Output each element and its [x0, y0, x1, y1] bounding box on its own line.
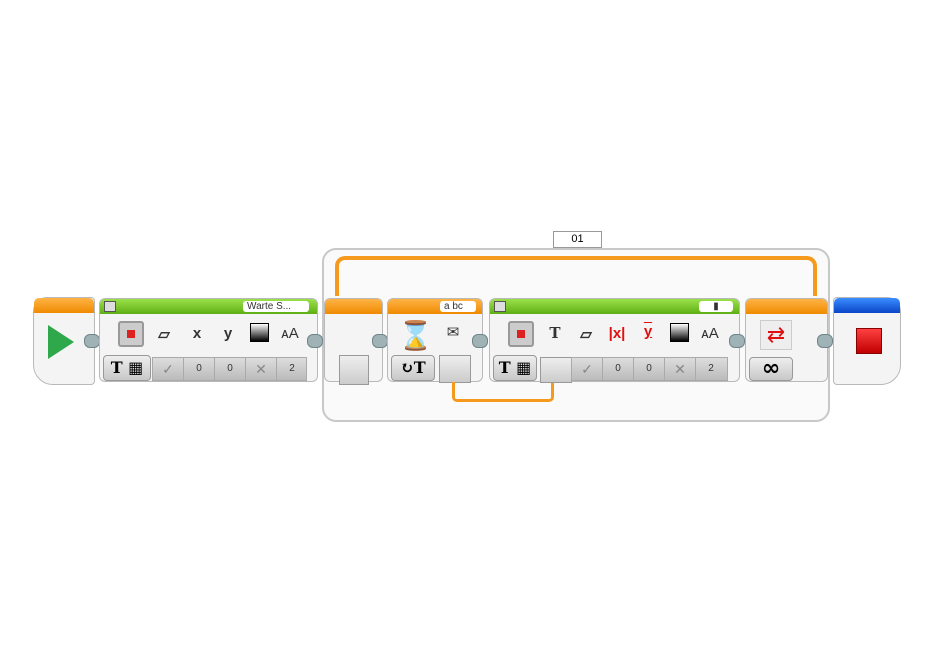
loop-end[interactable]: ⇄ ∞ [745, 298, 828, 382]
loop-mode-selector[interactable]: ∞ [749, 357, 793, 381]
sequence-connector[interactable] [729, 334, 745, 348]
start-block[interactable] [33, 297, 95, 385]
text-input-port[interactable] [540, 357, 572, 383]
mode-selector[interactable]: T ▦ [493, 355, 537, 381]
stop-icon [856, 328, 882, 354]
font-param[interactable]: 2 [708, 363, 714, 374]
sequence-connector[interactable] [817, 334, 833, 348]
font-size-icon: ᴀA [701, 325, 719, 342]
mode-selector[interactable]: T ▦ [103, 355, 151, 381]
loop-port [339, 355, 369, 385]
data-wire[interactable] [452, 382, 554, 402]
y-param[interactable]: 0 [634, 358, 665, 380]
y-icon: y [223, 325, 233, 342]
y-icon: y [643, 323, 653, 340]
message-output-port[interactable] [439, 355, 471, 383]
font-param[interactable]: 2 [289, 363, 295, 374]
loop-header [325, 299, 382, 314]
params-bar: ✓ 0 0 ✕ 2 [152, 357, 307, 381]
display-block-1[interactable]: Warte S... T ▦ ▱ x y ᴀA ✓ 0 0 ✕ 2 [99, 298, 318, 382]
block-comment[interactable]: Warte S... [243, 301, 309, 312]
sequence-connector[interactable] [84, 334, 100, 348]
x-icon: x [192, 325, 202, 342]
eraser-icon: ▱ [158, 326, 170, 343]
block-settings-icon[interactable] [104, 301, 116, 312]
color-icon [667, 323, 691, 342]
sequence-connector[interactable] [307, 334, 323, 348]
hourglass-icon: ⌛ [398, 320, 433, 351]
start-header [34, 298, 94, 313]
envelope-icon: ✉ [446, 324, 460, 341]
font-size-icon: ᴀA [281, 325, 299, 342]
stop-block[interactable] [833, 297, 901, 385]
clear-param[interactable]: ✓ [153, 358, 184, 380]
display-header [490, 299, 739, 314]
color-param[interactable]: ✕ [665, 358, 696, 380]
block-settings-icon[interactable] [494, 301, 506, 312]
text-icon: T [549, 324, 561, 342]
sequence-connector[interactable] [472, 334, 488, 348]
message-receive-block[interactable]: a bc ⌛ ✉ ↻T [387, 298, 483, 383]
color-param[interactable]: ✕ [246, 358, 277, 380]
eraser-icon: ▱ [580, 326, 592, 343]
color-icon [247, 323, 271, 342]
stop-header [834, 298, 900, 313]
play-icon [48, 325, 74, 359]
loop-counter: 01 [553, 231, 602, 248]
loop-end-header [746, 299, 827, 314]
brick-display-icon [118, 321, 144, 347]
message-title[interactable]: a bc [440, 301, 476, 312]
block-comment[interactable]: ▮ [699, 301, 733, 312]
brick-display-icon [508, 321, 534, 347]
params-bar: ✓ 0 0 ✕ 2 [571, 357, 728, 381]
x-icon: |x| [608, 325, 626, 342]
sequence-connector[interactable] [372, 334, 388, 348]
clear-param[interactable]: ✓ [572, 358, 603, 380]
loop-repeat-icon: ⇄ [760, 320, 792, 350]
display-block-2[interactable]: ▮ T ▦ T ▱ |x| y ᴀA ✓ 0 0 ✕ 2 [489, 298, 740, 383]
x-param[interactable]: 0 [184, 358, 215, 380]
mode-selector[interactable]: ↻T [391, 355, 435, 381]
y-param[interactable]: 0 [215, 358, 246, 380]
x-param[interactable]: 0 [603, 358, 634, 380]
loop-wire [335, 256, 817, 296]
